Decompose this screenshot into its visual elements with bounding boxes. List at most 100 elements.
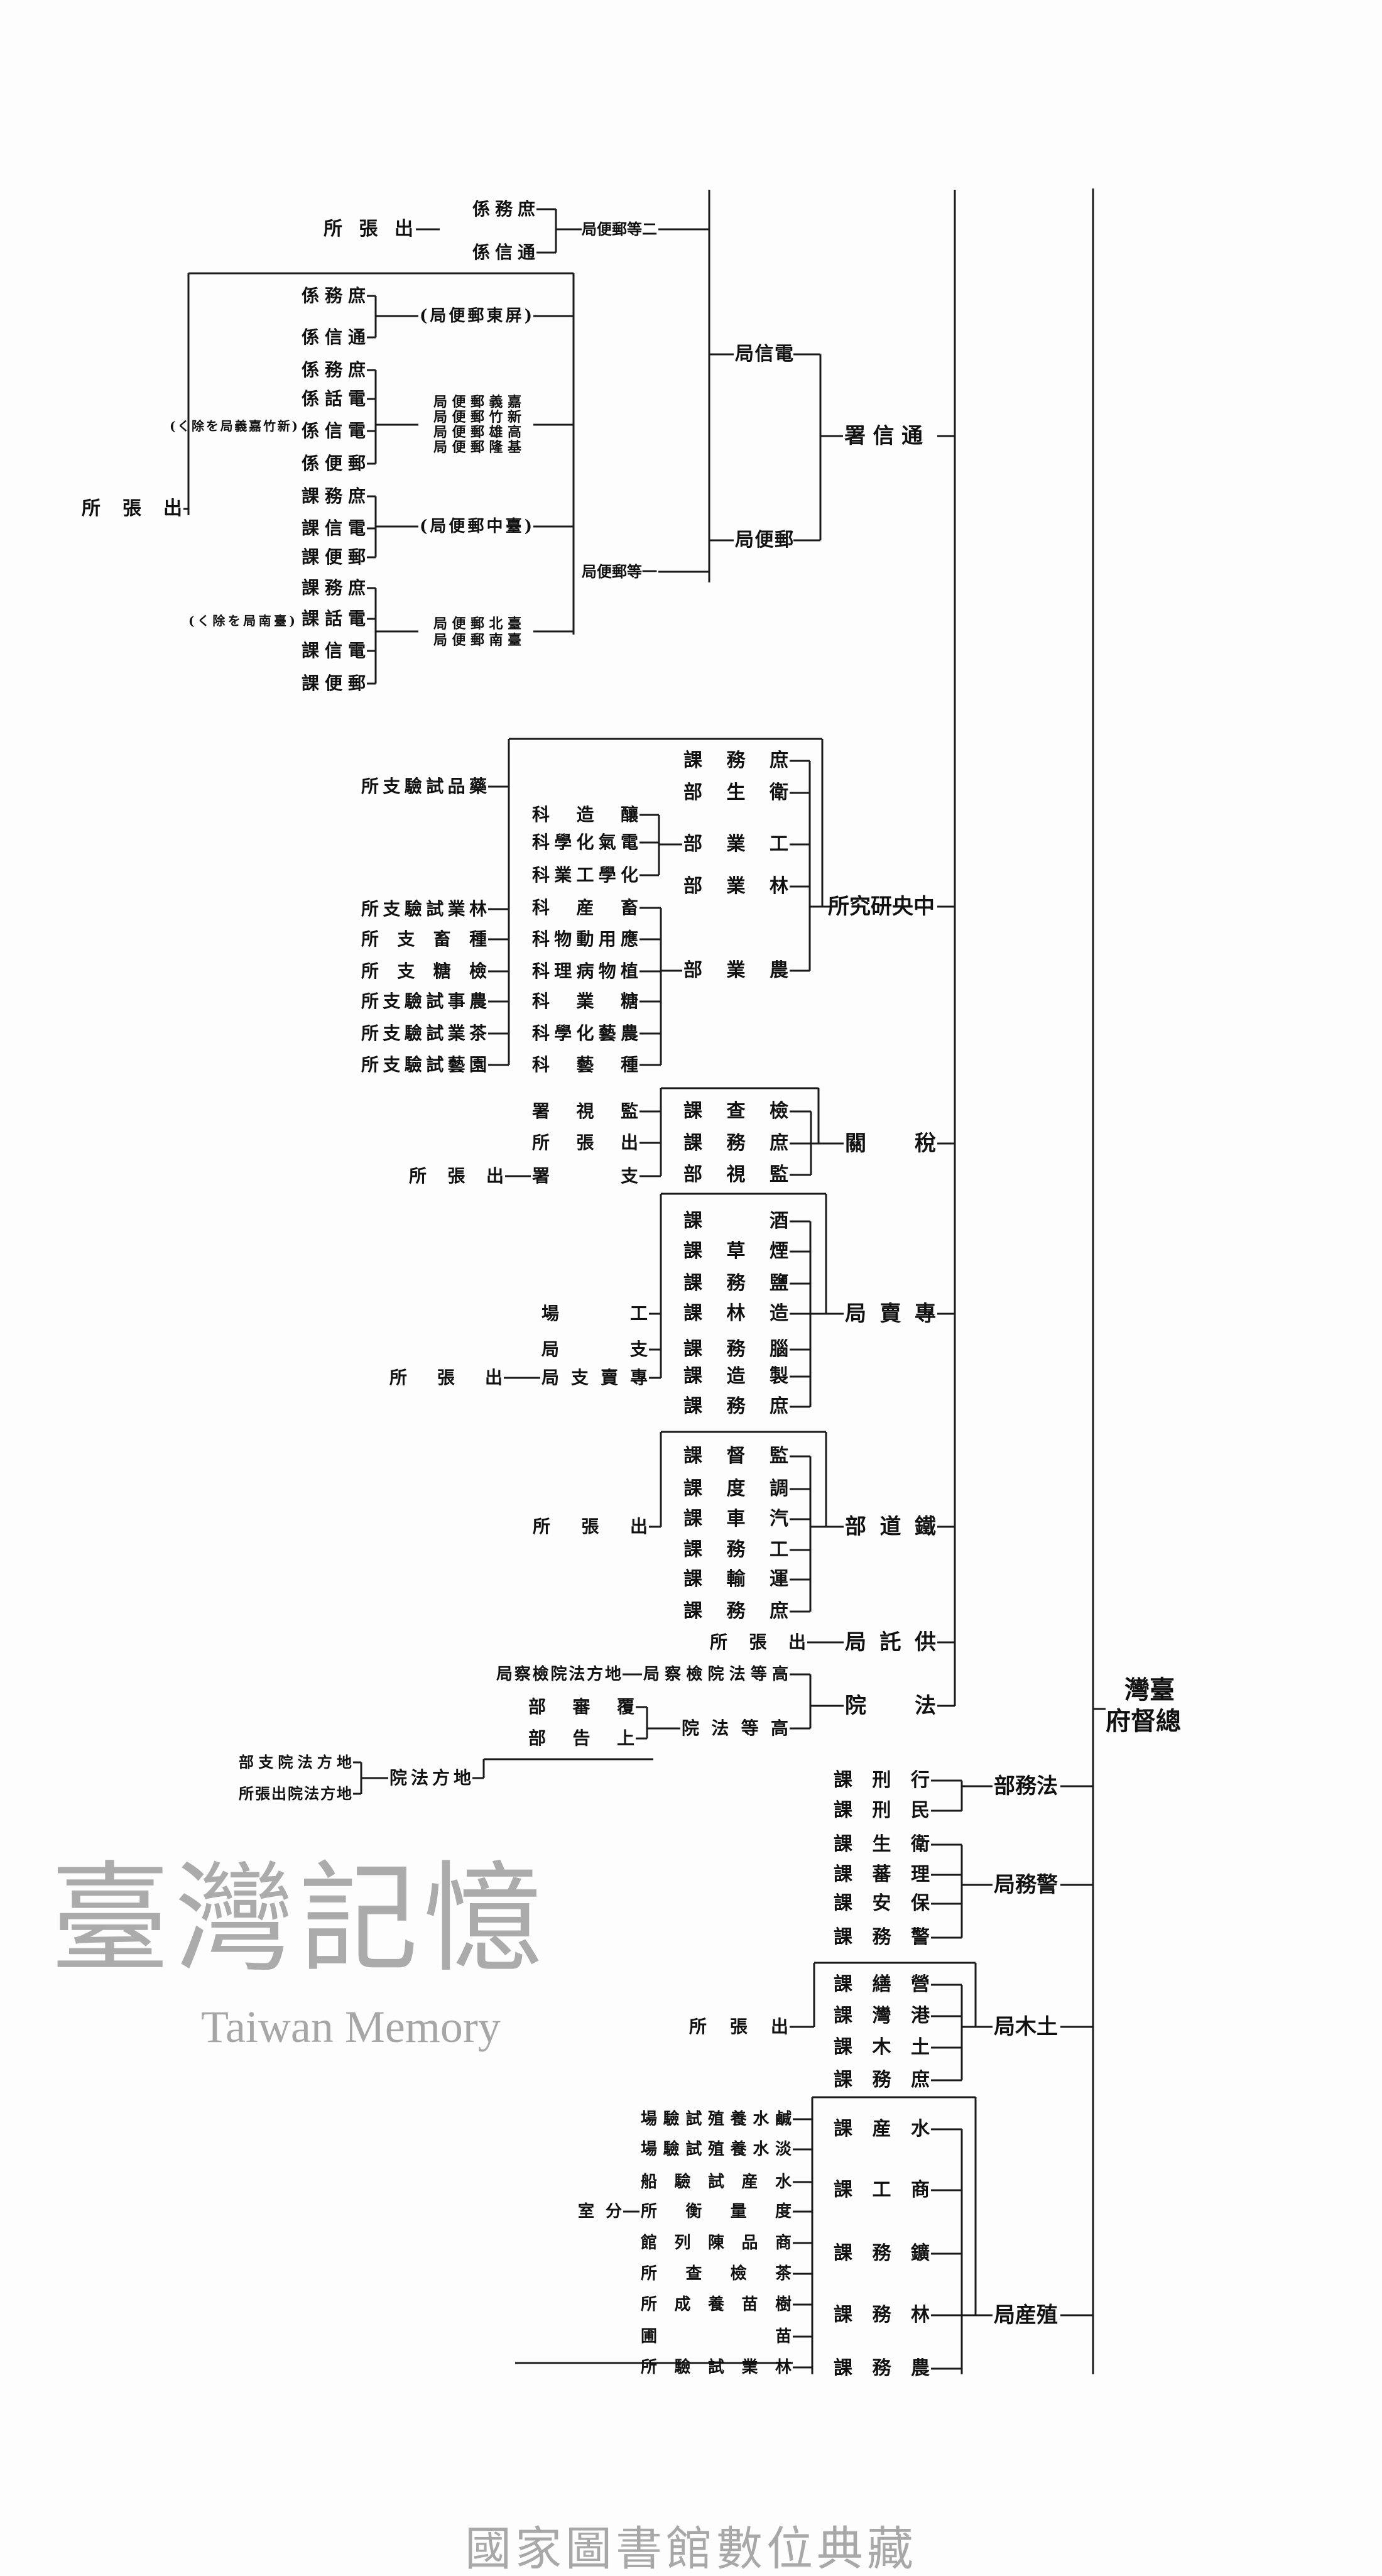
org-unit-label: 電信局 (735, 343, 793, 365)
org-unit-label: 地方法院支部 (239, 1753, 352, 1771)
dept-railway: 鐵道部 (845, 1514, 936, 1539)
org-unit-label: (屏東郵便局) (420, 307, 532, 325)
org-unit-label: 畜産科 (532, 897, 638, 918)
org-unit-label: 營繕課 (834, 1973, 930, 1995)
org-unit-label: 檢糖支所 (361, 961, 487, 981)
org-unit-label: (臺南局を除く) (188, 613, 295, 628)
org-unit-label: 衛生部 (683, 782, 788, 804)
org-unit-label: 嘉義郵便局 (433, 394, 521, 410)
org-unit-label: 監督課 (683, 1445, 788, 1467)
org-unit-label: 出張所 (324, 218, 413, 240)
org-unit-label: 地方法院檢察局 (496, 1665, 621, 1684)
org-unit-label: 支局 (541, 1339, 648, 1360)
org-unit-label: 高等法院 (682, 1718, 788, 1738)
org-unit-label: 一等郵便局 (582, 562, 657, 581)
org-unit-label: 監視署 (532, 1101, 638, 1122)
org-unit-label: 林務課 (834, 2304, 930, 2326)
org-unit-label: 汽車課 (683, 1508, 788, 1530)
org-unit-label: 臺北郵便局 (433, 616, 521, 632)
org-unit-label: 電信課 (302, 640, 366, 661)
dept-customs: 稅關 (845, 1131, 936, 1156)
org-unit-label: 應用動物科 (532, 929, 638, 949)
org-unit-label: 地方法院 (389, 1767, 471, 1788)
org-unit-label: 電信係 (302, 420, 366, 441)
org-unit-label: 庶務課 (683, 750, 788, 772)
org-unit-label: 淡水養殖試驗場 (641, 2140, 792, 2159)
org-unit-label: 水産課 (834, 2118, 930, 2140)
org-unit-label: 庶務課 (683, 1132, 788, 1154)
dept-deposit: 供託局 (845, 1630, 936, 1655)
org-unit-label: 郵便局 (735, 529, 793, 551)
org-unit-label: 商品陳列館 (641, 2234, 792, 2252)
org-unit-label: 茶檢查所 (641, 2264, 792, 2283)
dept-research: 中央研究所 (828, 894, 935, 919)
org-unit-label: 出張所 (532, 1132, 638, 1153)
taiwan-memory-watermark: 臺灣記憶 (50, 1850, 548, 1989)
org-unit-label: 通信係 (302, 327, 366, 347)
org-unit-label: 出張所 (689, 2016, 788, 2037)
org-unit-label: 工務課 (683, 1539, 788, 1561)
org-unit-label: 庶務課 (302, 577, 366, 598)
org-unit-label: 通信係 (472, 242, 535, 263)
dept-court: 法院 (845, 1693, 936, 1718)
org-unit-label: 郵便課 (302, 673, 366, 694)
dept-industry: 殖産局 (994, 2303, 1058, 2328)
org-unit-label: (新竹嘉義局を除く) (170, 418, 298, 434)
org-unit-label: 新竹郵便局 (433, 409, 521, 425)
org-unit-label: (臺中郵便局) (420, 517, 532, 536)
org-unit-label: 農業部 (683, 959, 788, 981)
org-unit-label: 鹹水養殖試驗場 (641, 2110, 792, 2129)
dept-monopoly: 專賣局 (845, 1301, 936, 1326)
org-unit-label: 出張所 (533, 1516, 648, 1537)
governor-general-office-title: 臺灣 (1124, 1675, 1175, 1705)
org-unit-label: 電信課 (302, 518, 366, 538)
org-unit-label: 理蕃課 (834, 1864, 930, 1886)
org-unit-label: 調度課 (683, 1478, 788, 1500)
org-unit-label: 土木課 (834, 2036, 930, 2058)
org-unit-label: 衛生課 (834, 1833, 930, 1855)
dept-police: 警務局 (994, 1872, 1058, 1897)
org-unit-label: 警務課 (834, 1926, 930, 1948)
org-unit-label: 造林課 (683, 1302, 788, 1324)
org-unit-label: 農藝化學科 (532, 1023, 638, 1044)
org-unit-label: 糖業科 (532, 991, 638, 1012)
org-unit-label: 樹苗養成所 (641, 2295, 792, 2314)
org-unit-label: 苗圃 (641, 2327, 792, 2346)
org-unit-label: 民刑課 (834, 1799, 930, 1821)
org-unit-label: 基隆郵便局 (433, 439, 521, 456)
org-unit-label: 水産試驗船 (641, 2173, 792, 2191)
org-unit-label: 臺南郵便局 (433, 632, 521, 648)
org-unit-label: 林業試驗所 (641, 2358, 792, 2377)
dept-tsushin: 通信署 (844, 423, 923, 449)
org-unit-label: 電話係 (302, 388, 366, 409)
org-unit-label: 支署 (532, 1165, 638, 1186)
org-unit-label: 種藝科 (532, 1054, 638, 1075)
org-unit-label: 地方法院出張所 (239, 1784, 352, 1803)
org-unit-label: 保安課 (834, 1892, 930, 1914)
org-unit-label: 出張所 (710, 1632, 806, 1652)
org-unit-label: 藥品試驗支所 (361, 776, 487, 797)
org-unit-label: 林業試驗支所 (361, 898, 487, 919)
org-unit-label: 郵便係 (302, 453, 366, 474)
org-unit-label: 工業部 (683, 833, 788, 855)
org-unit-label: 上告部 (528, 1728, 634, 1749)
org-unit-label: 出張所 (389, 1367, 503, 1388)
org-unit-label: 行刑課 (834, 1769, 930, 1791)
org-unit-label: 茶業試驗支所 (361, 1023, 487, 1044)
org-unit-label: 林業部 (683, 875, 788, 897)
org-unit-label: 專賣支局 (541, 1367, 648, 1388)
org-unit-label: 腦務課 (683, 1338, 788, 1360)
org-unit-label: 出張所 (409, 1165, 504, 1186)
org-unit-label: 庶務係 (302, 285, 366, 306)
org-unit-label: 農務課 (834, 2357, 930, 2379)
org-unit-label: 港灣課 (834, 2005, 930, 2027)
org-unit-label: 鑛務課 (834, 2242, 930, 2264)
org-unit-label: 釀造科 (532, 804, 638, 825)
org-unit-label: 酒課 (683, 1210, 788, 1232)
org-unit-label: 商工課 (834, 2179, 930, 2201)
org-unit-label: 庶務係 (472, 199, 535, 219)
org-unit-label: 高雄郵便局 (433, 424, 521, 440)
org-unit-label: 製造課 (683, 1365, 788, 1387)
org-unit-label: 二等郵便局 (582, 220, 657, 238)
